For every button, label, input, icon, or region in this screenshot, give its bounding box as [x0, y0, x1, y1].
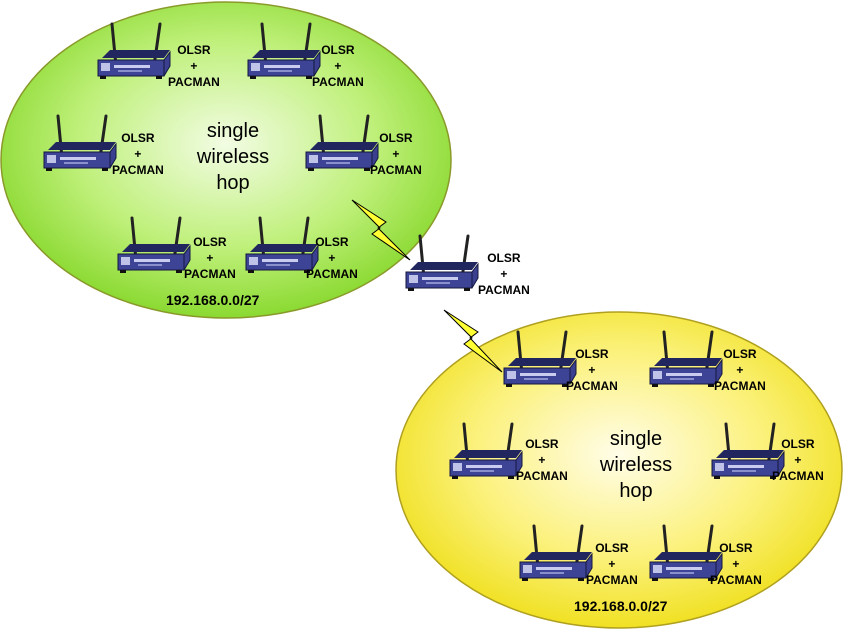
router-label: OLSR+PACMAN — [566, 347, 618, 393]
router-label: OLSR+PACMAN — [516, 437, 568, 483]
router-label: OLSR+PACMAN — [306, 235, 358, 281]
router-label: OLSR+PACMAN — [714, 347, 766, 393]
router-label: OLSR+PACMAN — [586, 541, 638, 587]
subnet-label-green: 192.168.0.0/27 — [166, 292, 260, 308]
router-label: OLSR+PACMAN — [710, 541, 762, 587]
router-label: OLSR+PACMAN — [184, 235, 236, 281]
cluster-ellipse-green — [0, 1, 452, 319]
router-label: OLSR+PACMAN — [312, 43, 364, 89]
router-label: OLSR+PACMAN — [478, 251, 530, 297]
router-label: OLSR+PACMAN — [370, 131, 422, 177]
router-label: OLSR+PACMAN — [772, 437, 824, 483]
router-label: OLSR+PACMAN — [168, 43, 220, 89]
cluster-ellipse-yellow — [395, 311, 843, 629]
lightning-bolt-icon — [351, 199, 411, 261]
router-label: OLSR+PACMAN — [112, 131, 164, 177]
cluster-center-text-green: single wireless hop — [196, 120, 270, 194]
cluster-center-text-yellow: single wireless hop — [599, 428, 673, 502]
subnet-label-yellow: 192.168.0.0/27 — [574, 598, 668, 614]
lightning-bolt-icon — [443, 309, 503, 373]
